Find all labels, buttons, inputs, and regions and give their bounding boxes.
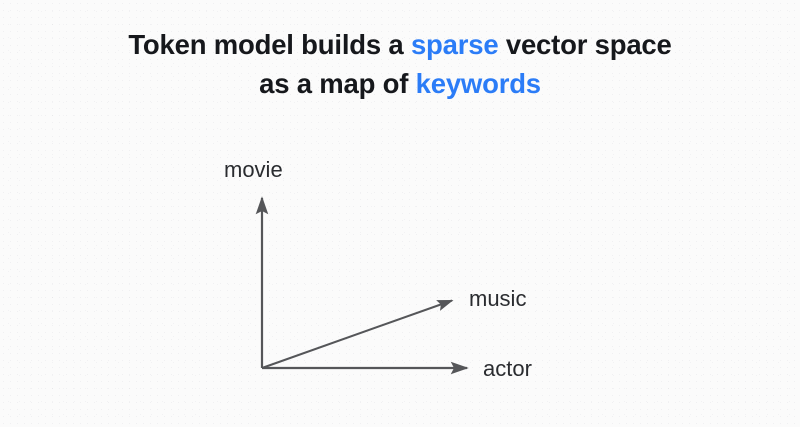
title-line-2-text-before: as a map of xyxy=(259,68,416,99)
title-highlight-sparse: sparse xyxy=(410,29,499,60)
axis-label-actor: actor xyxy=(483,356,532,381)
title-highlight-keywords: keywords xyxy=(415,68,541,99)
title-line-1: Token model builds a sparse vector space xyxy=(0,25,800,64)
page-title: Token model builds a sparse vector space… xyxy=(0,25,800,103)
axis-label-music: music xyxy=(469,286,527,311)
title-line-1-text-before: Token model builds a xyxy=(128,29,411,60)
axis-label-movie: movie xyxy=(224,157,283,182)
title-line-1-text-after: vector space xyxy=(498,29,672,60)
title-line-2: as a map of keywords xyxy=(0,64,800,103)
diagonal-vector-line xyxy=(261,299,454,369)
